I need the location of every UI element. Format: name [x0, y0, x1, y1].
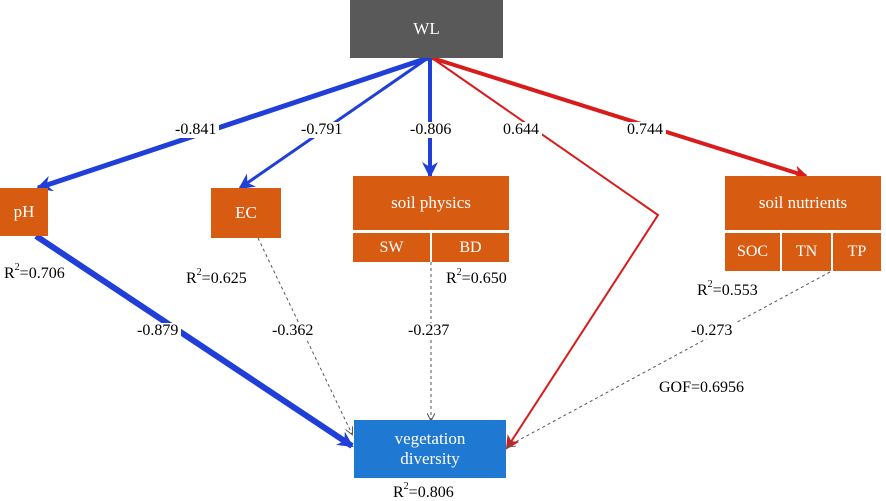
node-vegetation-label-line1: vegetation	[394, 429, 466, 449]
label-wl-ph: -0.841	[172, 122, 220, 138]
node-wl-label: WL	[413, 19, 440, 39]
arrow-ph-vegetation	[34, 233, 354, 449]
r2-ec: R2=0.625	[186, 267, 247, 287]
node-tn-label: TN	[795, 243, 818, 260]
label-soil-physics-vegetation: -0.237	[405, 323, 453, 339]
label-soil-nutrients-vegetation: -0.273	[688, 323, 736, 339]
node-tp: TP	[833, 233, 881, 271]
node-ec: EC	[211, 188, 281, 238]
label-wl-vegetation: 0.644	[500, 122, 542, 138]
r2-vegetation: R2=0.806	[393, 481, 454, 501]
label-wl-ec: -0.791	[298, 122, 346, 138]
node-bd: BD	[432, 233, 509, 262]
node-soil-physics-label: soil physics	[391, 193, 471, 213]
node-vegetation-label-line2: diversity	[400, 449, 460, 468]
arrow-soil-nutrients-vegetation	[508, 271, 831, 446]
r2-soil-nutrients: R2=0.553	[697, 279, 758, 299]
node-soil-nutrients-label: soil nutrients	[758, 193, 848, 213]
arrow-wl-ph	[36, 55, 429, 192]
node-sw-label: SW	[379, 238, 404, 256]
node-soc-label: SOC	[736, 243, 769, 260]
node-ph: pH	[0, 188, 48, 236]
node-soil-nutrients: soil nutrients	[725, 176, 881, 230]
node-soc: SOC	[725, 233, 780, 271]
label-ec-vegetation: -0.362	[269, 323, 317, 339]
arrow-wl-vegetation	[431, 57, 660, 450]
node-vegetation-diversity: vegetation diversity	[354, 420, 506, 478]
label-ph-vegetation: -0.879	[134, 323, 182, 339]
node-ph-label: pH	[13, 202, 35, 222]
node-bd-label: BD	[459, 238, 482, 256]
node-soil-physics: soil physics	[353, 176, 509, 230]
node-ec-label: EC	[235, 203, 257, 223]
node-sw: SW	[353, 233, 430, 262]
r2-soil-physics: R2=0.650	[446, 267, 507, 287]
node-tn: TN	[782, 233, 831, 271]
node-tp-label: TP	[847, 243, 867, 260]
r2-ph: R2=0.706	[4, 262, 65, 282]
node-wl: WL	[350, 0, 503, 58]
label-wl-soil-nutrients: 0.744	[624, 122, 666, 138]
arrow-wl-soil-nutrients	[431, 56, 808, 180]
label-wl-soil-physics: -0.806	[407, 122, 455, 138]
gof-label: GOF=0.6956	[659, 379, 745, 396]
